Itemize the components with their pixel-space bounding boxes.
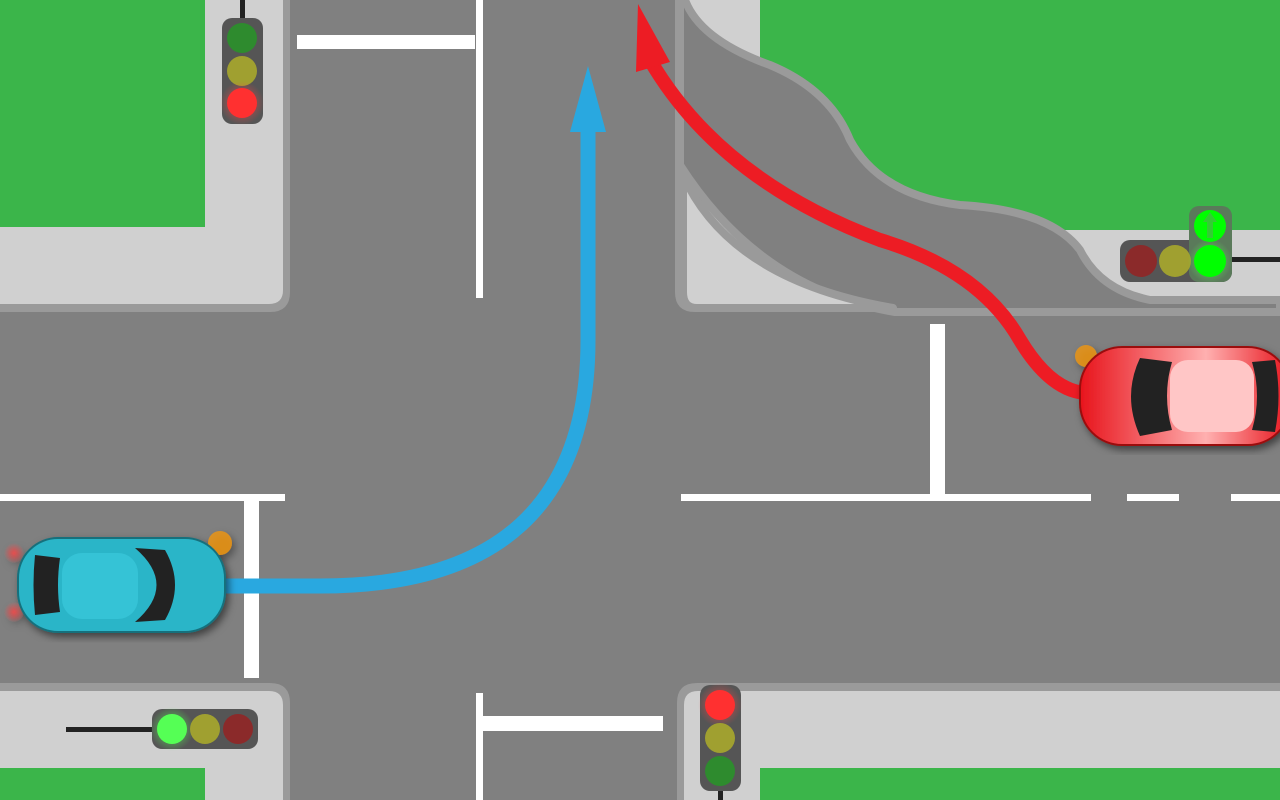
traffic-island [679,171,897,312]
corner-top-right [675,0,1280,316]
car-icon [1075,345,1280,446]
arrow-up-icon [1203,212,1217,238]
red-car-path [636,4,1086,400]
arrow-up-icon [570,66,606,132]
corner-bottom-right [677,683,1280,800]
corner-top-left [0,0,290,312]
traffic-light-icon [698,683,742,800]
car-icon [4,531,232,633]
arrow-up-icon [636,4,670,72]
traffic-light-icon [66,707,258,751]
traffic-light-icon [1120,206,1280,283]
traffic-light-icon [220,0,264,125]
blue-car-path [225,66,606,594]
